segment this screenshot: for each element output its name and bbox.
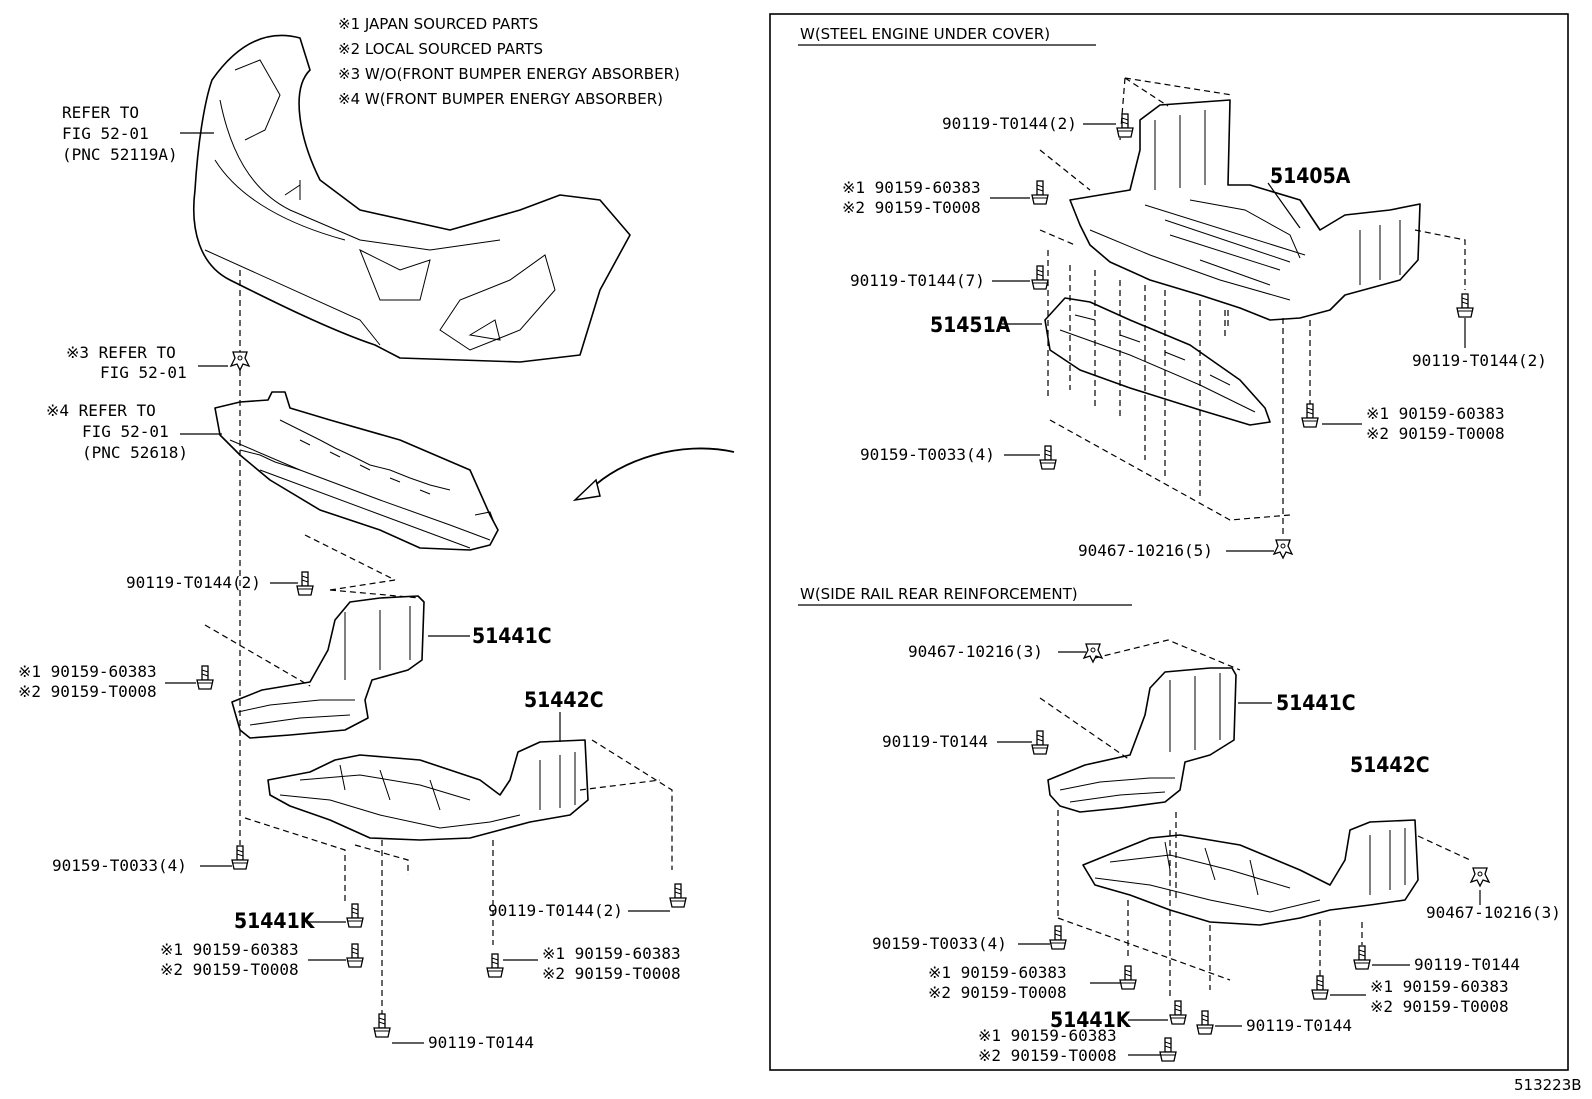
bolt-icon: [486, 953, 504, 978]
ref4-line2: FIG 52-01: [82, 422, 169, 441]
part-label: ※1 90159-60383: [542, 944, 681, 963]
bolt-icon: [1119, 965, 1137, 990]
bolt-icon: [1311, 975, 1329, 1000]
pnc-label: 51442C: [1350, 753, 1430, 777]
part-label: 90119-T0144: [428, 1033, 534, 1052]
clip-icon: [230, 351, 250, 371]
ref1-line1: REFER TO: [62, 103, 139, 122]
panel2-leaders: [997, 651, 1481, 1056]
pnc-label: 51405A: [1270, 164, 1351, 188]
part-label: 90467-10216(5): [1078, 541, 1213, 560]
part-label: 90119-T0144: [882, 732, 988, 751]
part-label: 90119-T0144(2): [1412, 351, 1547, 370]
part-51441c-left: [231, 595, 425, 739]
pnc-label: 51441C: [472, 624, 552, 648]
bolt-icon: [1031, 730, 1049, 755]
part-label: ※1 90159-60383: [1366, 404, 1505, 423]
panel1-title: W(STEEL ENGINE UNDER COVER): [800, 25, 1050, 43]
clip-icon: [1470, 867, 1490, 887]
variants-frame: [769, 13, 1569, 1071]
ref3-line2: FIG 52-01: [100, 363, 187, 382]
part-label: 90119-T0144: [1246, 1016, 1352, 1035]
panel2-labels: 90467-10216(3) 51441C 90119-T0144 51442C…: [872, 642, 1561, 1065]
part-label: 90119-T0144(7): [850, 271, 985, 290]
part-label: ※1 90159-60383: [18, 662, 157, 681]
direction-arrow: [572, 447, 735, 502]
left-labels: REFER TO FIG 52-01 (PNC 52119A) ※3 REFER…: [18, 103, 681, 1052]
bolt-icon: [1196, 1010, 1214, 1035]
figure-id: 513223B: [1514, 1076, 1582, 1094]
bolt-icon: [231, 845, 249, 870]
bolt-icon: [1159, 1037, 1177, 1062]
notes-legend: ※1 JAPAN SOURCED PARTS ※2 LOCAL SOURCED …: [338, 15, 680, 108]
bolt-icon: [346, 943, 364, 968]
bolt-icon: [1031, 180, 1049, 205]
pnc-label: 51442C: [524, 688, 604, 712]
ref4-line3: (PNC 52618): [82, 443, 188, 462]
part-51442c-left: [267, 739, 589, 841]
note-local-sourced: ※2 LOCAL SOURCED PARTS: [338, 40, 543, 58]
part-label: ※2 90159-T0008: [18, 682, 157, 701]
front-bumper-cover: [192, 34, 631, 363]
pnc-label: 51441K: [234, 909, 316, 933]
part-label: ※2 90159-T0008: [842, 198, 981, 217]
part-label: 90159-T0033(4): [52, 856, 187, 875]
note-with-absorber: ※4 W(FRONT BUMPER ENERGY ABSORBER): [338, 90, 663, 108]
part-label: 90119-T0144: [1414, 955, 1520, 974]
ref4-line1: ※4 REFER TO: [46, 401, 156, 420]
bolt-icon: [1301, 403, 1319, 428]
clip-icon: [1273, 539, 1293, 559]
part-label: ※1 90159-60383: [1370, 977, 1509, 996]
bolt-icon: [1456, 293, 1474, 318]
part-label: ※2 90159-T0008: [542, 964, 681, 983]
note-without-absorber: ※3 W/O(FRONT BUMPER ENERGY ABSORBER): [338, 65, 680, 83]
part-label: ※2 90159-T0008: [928, 983, 1067, 1002]
part-label: ※1 90159-60383: [978, 1026, 1117, 1045]
part-label: 90467-10216(3): [908, 642, 1043, 661]
bolt-icon: [1353, 945, 1371, 970]
note-japan-sourced: ※1 JAPAN SOURCED PARTS: [338, 15, 538, 33]
panel-side-rail-rear-reinforcement: W(SIDE RAIL REAR REINFORCEMENT): [798, 585, 1471, 1000]
ref1-line2: FIG 52-01: [62, 124, 149, 143]
part-label: ※1 90159-60383: [160, 940, 299, 959]
part-label: 90159-T0033(4): [860, 445, 995, 464]
bolt-icon: [346, 903, 364, 928]
left-leaders: [165, 132, 670, 1044]
part-label: 90467-10216(3): [1426, 903, 1561, 922]
clip-icon: [1083, 643, 1103, 663]
panel-steel-engine-under-cover: W(STEEL ENGINE UNDER COVER): [798, 25, 1466, 535]
bolt-icon: [669, 883, 687, 908]
pnc-label: 51451A: [930, 313, 1011, 337]
bolt-icon: [1039, 445, 1057, 470]
bolt-icon: [196, 665, 214, 690]
bolt-icon: [1169, 1000, 1187, 1025]
part-label: 90159-T0033(4): [872, 934, 1007, 953]
part-label: 90119-T0144(2): [126, 573, 261, 592]
bolt-icon: [1116, 113, 1134, 138]
bolt-icon: [1049, 925, 1067, 950]
part-label: ※2 90159-T0008: [1370, 997, 1509, 1016]
part-label: 90119-T0144(2): [488, 901, 623, 920]
bolt-icon: [373, 1013, 391, 1038]
part-label: ※1 90159-60383: [842, 178, 981, 197]
energy-absorber: [214, 391, 499, 551]
part-label: ※2 90159-T0008: [1366, 424, 1505, 443]
part-label: 90119-T0144(2): [942, 114, 1077, 133]
bolt-icon: [296, 571, 314, 596]
panel1-labels: 90119-T0144(2) ※1 90159-60383 ※2 90159-T…: [842, 114, 1547, 560]
ref1-line3: (PNC 52119A): [62, 145, 178, 164]
bolt-icon: [1031, 265, 1049, 290]
panel2-title: W(SIDE RAIL REAR REINFORCEMENT): [800, 585, 1078, 603]
pnc-label: 51441C: [1276, 691, 1356, 715]
part-label: ※2 90159-T0008: [160, 960, 299, 979]
pnc-label: 51441K: [1050, 1008, 1132, 1032]
part-label: ※1 90159-60383: [928, 963, 1067, 982]
ref3-line1: ※3 REFER TO: [66, 343, 176, 362]
part-label: ※2 90159-T0008: [978, 1046, 1117, 1065]
panel1-leaders: [990, 123, 1466, 552]
